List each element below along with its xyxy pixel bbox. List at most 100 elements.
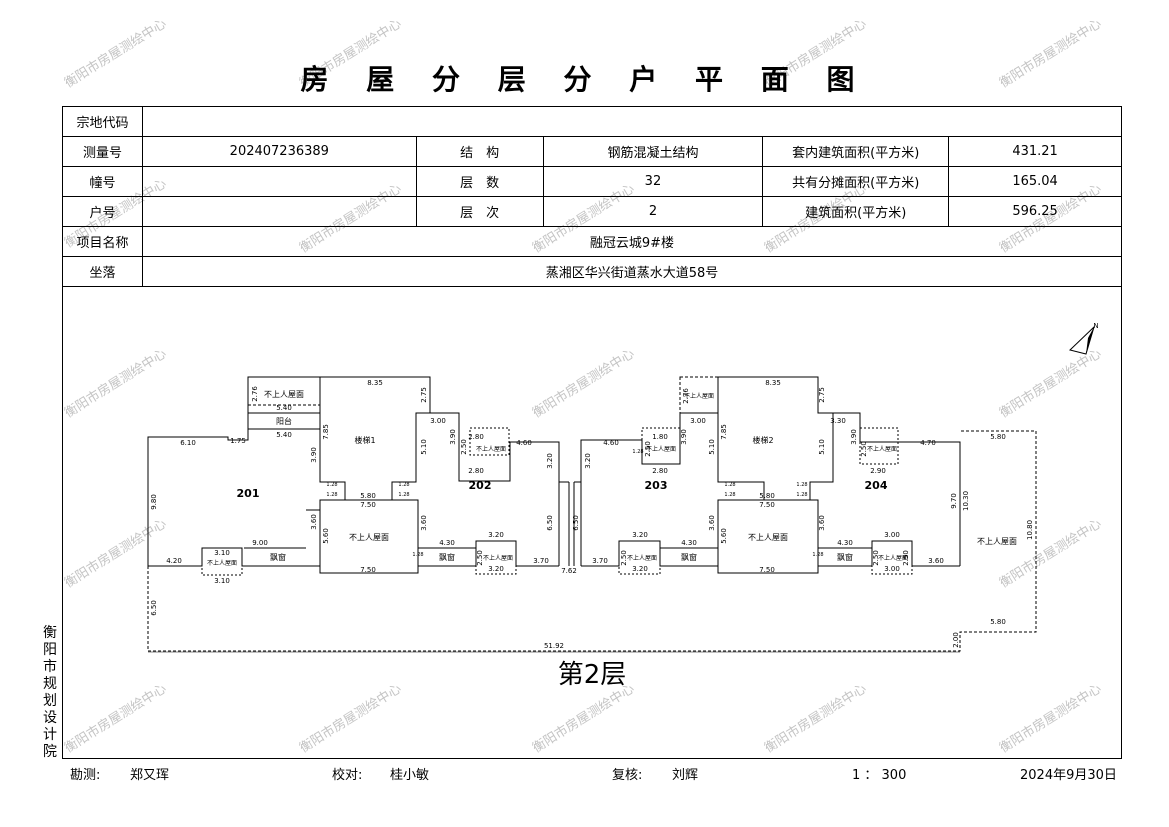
dim-label: 10.80 bbox=[1026, 520, 1034, 540]
dim-label: 6.50 bbox=[546, 515, 554, 531]
date-text: 2024年9月30日 bbox=[1020, 768, 1117, 783]
dim-label: 7.85 bbox=[720, 424, 728, 440]
dim-label: 4.30 bbox=[837, 539, 853, 547]
dim-label: 2.75 bbox=[818, 387, 826, 403]
dim-label: 5.10 bbox=[818, 439, 826, 455]
dim-label: 5.10 bbox=[708, 439, 716, 455]
dim-label: 6.50 bbox=[572, 515, 580, 531]
building-no-value bbox=[141, 166, 417, 197]
dim-label: 3.00 bbox=[690, 417, 706, 425]
dim-label: 2.75 bbox=[420, 387, 428, 403]
dim-label: 1.28 bbox=[398, 482, 409, 488]
dim-label: 2.80 bbox=[652, 467, 668, 475]
room-label: 不上人屋面 bbox=[207, 559, 237, 567]
dim-label: 7.50 bbox=[759, 501, 775, 509]
dim-label: 7.50 bbox=[360, 566, 376, 574]
dim-label: 1.28 bbox=[398, 492, 409, 498]
dim-label: 5.80 bbox=[360, 492, 376, 500]
terrace-outline bbox=[147, 430, 1037, 652]
room-label: 不上人屋面 bbox=[977, 537, 1017, 546]
dim-label: 4.60 bbox=[516, 439, 532, 447]
dim-label: 3.60 bbox=[420, 515, 428, 531]
dim-label: 1.28 bbox=[796, 492, 807, 498]
room-label: 阳台 bbox=[276, 416, 292, 426]
row-building: 幢号 层 数 32 共有分摊面积(平方米) 165.04 bbox=[62, 166, 1122, 197]
inner-area-label: 套内建筑面积(平方米) bbox=[762, 136, 950, 167]
room-label: 不上人屋面 bbox=[349, 533, 389, 542]
dim-label: 3.20 bbox=[584, 453, 592, 469]
dim-label: 1.28 bbox=[724, 482, 735, 488]
room-label: 不上人屋面 bbox=[878, 554, 908, 562]
shared-area-value: 165.04 bbox=[948, 166, 1122, 197]
checker-label: 校对: bbox=[332, 768, 363, 783]
dim-label: 2.50 bbox=[644, 441, 652, 457]
dim-label: 7.50 bbox=[759, 566, 775, 574]
room-label: 不上人屋面 bbox=[476, 445, 506, 453]
row-unit: 户号 层 次 2 建筑面积(平方米) 596.25 bbox=[62, 196, 1122, 227]
dim-label: 5.10 bbox=[420, 439, 428, 455]
dim-label: 4.70 bbox=[920, 439, 936, 447]
room-label: 不上人屋面 bbox=[646, 445, 676, 453]
unit-label: 202 bbox=[469, 479, 492, 492]
dim-label: 2.50 bbox=[476, 550, 484, 566]
dim-label: 6.50 bbox=[150, 600, 158, 616]
room-label: 飘窗 bbox=[681, 552, 697, 562]
structure-label: 结 构 bbox=[415, 136, 544, 167]
dim-label: 3.20 bbox=[632, 531, 648, 539]
dim-label: 3.00 bbox=[884, 565, 900, 573]
dim-label: 3.70 bbox=[533, 557, 549, 565]
unit-no-label: 户号 bbox=[62, 196, 143, 227]
dim-label: 51.92 bbox=[544, 642, 564, 650]
unit-label: 204 bbox=[865, 479, 888, 492]
row-location: 坐落 蒸湘区华兴街道蒸水大道58号 bbox=[62, 256, 1123, 287]
dim-label: 5.40 bbox=[276, 404, 292, 412]
shared-area-label: 共有分摊面积(平方米) bbox=[762, 166, 950, 197]
build-area-label: 建筑面积(平方米) bbox=[762, 196, 950, 227]
dim-label: 3.70 bbox=[592, 557, 608, 565]
scale-text: 1 ： 300 bbox=[852, 768, 907, 783]
side-institute-text: 衡阳市规划设计院 bbox=[43, 625, 57, 760]
floors-value: 32 bbox=[542, 166, 764, 197]
dim-label: 5.40 bbox=[276, 431, 292, 439]
reviewer-label: 复核: bbox=[612, 768, 643, 783]
room-label: 楼梯1 bbox=[354, 435, 375, 445]
dim-label: 6.10 bbox=[180, 439, 196, 447]
dim-label: 2.50 bbox=[620, 550, 628, 566]
dim-label: 3.90 bbox=[680, 429, 688, 445]
dim-label: 3.20 bbox=[488, 531, 504, 539]
room-label: 飘窗 bbox=[439, 552, 455, 562]
building-no-label: 幢号 bbox=[62, 166, 143, 197]
dim-label: 2.76 bbox=[682, 388, 690, 404]
dim-label: 3.10 bbox=[214, 549, 230, 557]
dim-label: 1.28 bbox=[326, 492, 337, 498]
dim-label: 3.90 bbox=[850, 429, 858, 445]
dim-label: 3.20 bbox=[632, 565, 648, 573]
room-label: 楼梯2 bbox=[752, 435, 773, 445]
room-label: 不上人屋面 bbox=[684, 392, 714, 400]
dim-label: 4.30 bbox=[681, 539, 697, 547]
row-project: 项目名称 融冠云城9#楼 bbox=[62, 226, 1123, 257]
dim-label: 7.50 bbox=[360, 501, 376, 509]
room-label: 不上人屋面 bbox=[867, 445, 897, 453]
dim-label: 2.00 bbox=[952, 632, 960, 648]
info-table: 宗地代码 测量号 202407236389 结 构 钢筋混凝土结构 套内建筑面积… bbox=[62, 106, 1123, 287]
dim-label: 9.70 bbox=[950, 493, 958, 509]
dim-label: 2.50 bbox=[860, 441, 868, 457]
room-label: 不上人屋面 bbox=[627, 554, 657, 562]
dim-label: 1.28 bbox=[412, 552, 423, 558]
room-label: 不上人屋面 bbox=[483, 554, 513, 562]
project-label: 项目名称 bbox=[62, 226, 143, 257]
unit-label: 201 bbox=[237, 487, 260, 500]
dim-label: 5.60 bbox=[322, 528, 330, 544]
dim-label: 2.76 bbox=[251, 386, 259, 402]
dim-label: 3.00 bbox=[430, 417, 446, 425]
room-label: 不上人屋面 bbox=[748, 533, 788, 542]
dim-label: 3.10 bbox=[214, 577, 230, 585]
dim-label: 8.35 bbox=[367, 379, 383, 387]
dim-label: 1.28 bbox=[796, 482, 807, 488]
location-value: 蒸湘区华兴街道蒸水大道58号 bbox=[141, 256, 1123, 287]
dim-label: 1.80 bbox=[652, 433, 668, 441]
dim-label: 1.28 bbox=[812, 552, 823, 558]
surveyor-name: 郑又珲 bbox=[130, 768, 170, 783]
